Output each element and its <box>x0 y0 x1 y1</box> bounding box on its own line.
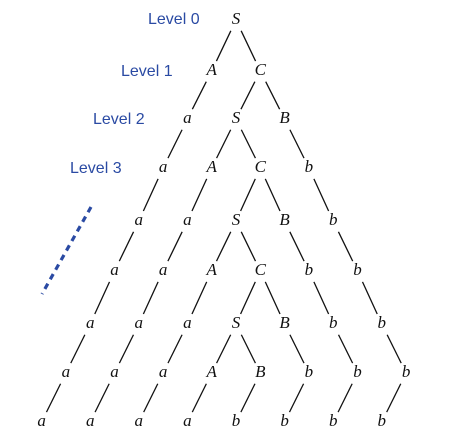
tree-node: b <box>305 260 314 279</box>
tree-edge <box>240 81 256 110</box>
tree-edge <box>216 129 232 159</box>
tree-edge <box>216 334 232 364</box>
tree-node: S <box>232 108 241 127</box>
tree-node: a <box>86 411 95 430</box>
tree-node: S <box>232 313 241 332</box>
tree-edge <box>289 334 305 364</box>
tree-edge <box>191 383 207 413</box>
tree-edge <box>264 281 281 315</box>
tree-node: C <box>255 157 267 176</box>
tree-edge <box>337 383 353 413</box>
tree-node: a <box>159 157 168 176</box>
tree-node: a <box>183 411 192 430</box>
tree-edge <box>289 231 305 262</box>
tree-node: b <box>329 210 338 229</box>
tree-edge <box>337 231 354 262</box>
tree-edge <box>215 30 232 62</box>
tree-edge <box>142 178 159 212</box>
tree-edge <box>191 81 207 110</box>
tree-node: b <box>353 260 362 279</box>
tree-node: C <box>255 60 267 79</box>
tree-node: A <box>206 260 218 279</box>
tree-edge <box>191 178 208 212</box>
tree-node: b <box>280 411 289 430</box>
tree-edge <box>239 281 256 315</box>
tree-edge <box>143 383 159 413</box>
tree-edge <box>264 178 281 212</box>
tree-node: a <box>62 362 71 381</box>
tree-node: a <box>183 210 192 229</box>
tree-node: a <box>135 411 144 430</box>
tree-node: S <box>232 9 241 28</box>
tree-edge <box>265 81 281 110</box>
tree-node: B <box>279 313 290 332</box>
continuation-ellipsis <box>40 206 93 295</box>
level-labels: Level 0 Level 1 Level 2 Level 3 <box>70 11 200 177</box>
tree-node: a <box>37 411 46 430</box>
tree-node: a <box>135 313 144 332</box>
tree-node: B <box>279 210 290 229</box>
tree-edge <box>240 30 257 62</box>
tree-edge <box>118 334 135 364</box>
level-label-3: Level 3 <box>70 160 122 177</box>
tree-edge <box>191 281 208 315</box>
tree-node: b <box>305 362 314 381</box>
tree-node: B <box>255 362 266 381</box>
tree-node: b <box>329 411 338 430</box>
tree-node: a <box>183 313 192 332</box>
tree-edges <box>45 30 402 413</box>
tree-edge <box>240 334 256 364</box>
tree-edge <box>45 383 62 413</box>
tree-edge <box>142 281 159 315</box>
tree-node: A <box>206 60 218 79</box>
tree-node: b <box>353 362 362 381</box>
tree-edge <box>167 129 183 159</box>
tree-node: b <box>402 362 411 381</box>
tree-node: A <box>206 362 218 381</box>
tree-edge <box>386 383 402 413</box>
tree-edge <box>94 281 111 315</box>
tree-node: a <box>86 313 95 332</box>
tree-edge <box>240 383 256 413</box>
tree-node: a <box>159 260 168 279</box>
level-label-0: Level 0 <box>148 11 200 28</box>
tree-node: a <box>110 260 119 279</box>
level-label-1: Level 1 <box>121 63 173 80</box>
tree-node: a <box>110 362 119 381</box>
tree-edge <box>94 383 110 413</box>
tree-node: C <box>255 260 267 279</box>
tree-edge <box>386 334 402 364</box>
tree-edge <box>118 231 135 262</box>
tree-node: a <box>135 210 144 229</box>
tree-edge <box>288 383 305 413</box>
tree-edge <box>313 178 330 212</box>
tree-edge <box>70 334 86 364</box>
tree-node: b <box>305 157 314 176</box>
tree-edge <box>167 231 183 262</box>
level-label-2: Level 2 <box>93 111 145 128</box>
tree-edge <box>215 231 232 262</box>
tree-edge <box>313 281 330 315</box>
tree-node: B <box>279 108 290 127</box>
tree-node: b <box>378 411 387 430</box>
tree-edge <box>167 334 183 364</box>
tree-edge <box>289 129 305 159</box>
tree-edge <box>361 281 378 315</box>
tree-edge <box>240 231 257 262</box>
tree-edge <box>239 178 256 212</box>
tree-node: b <box>232 411 241 430</box>
tree-edge <box>240 129 256 159</box>
tree-node: b <box>329 313 338 332</box>
tree-node: a <box>159 362 168 381</box>
tree-node: b <box>378 313 387 332</box>
tree-node: S <box>232 210 241 229</box>
tree-node: a <box>183 108 192 127</box>
tree-edge <box>337 334 354 364</box>
tree-node: A <box>206 157 218 176</box>
